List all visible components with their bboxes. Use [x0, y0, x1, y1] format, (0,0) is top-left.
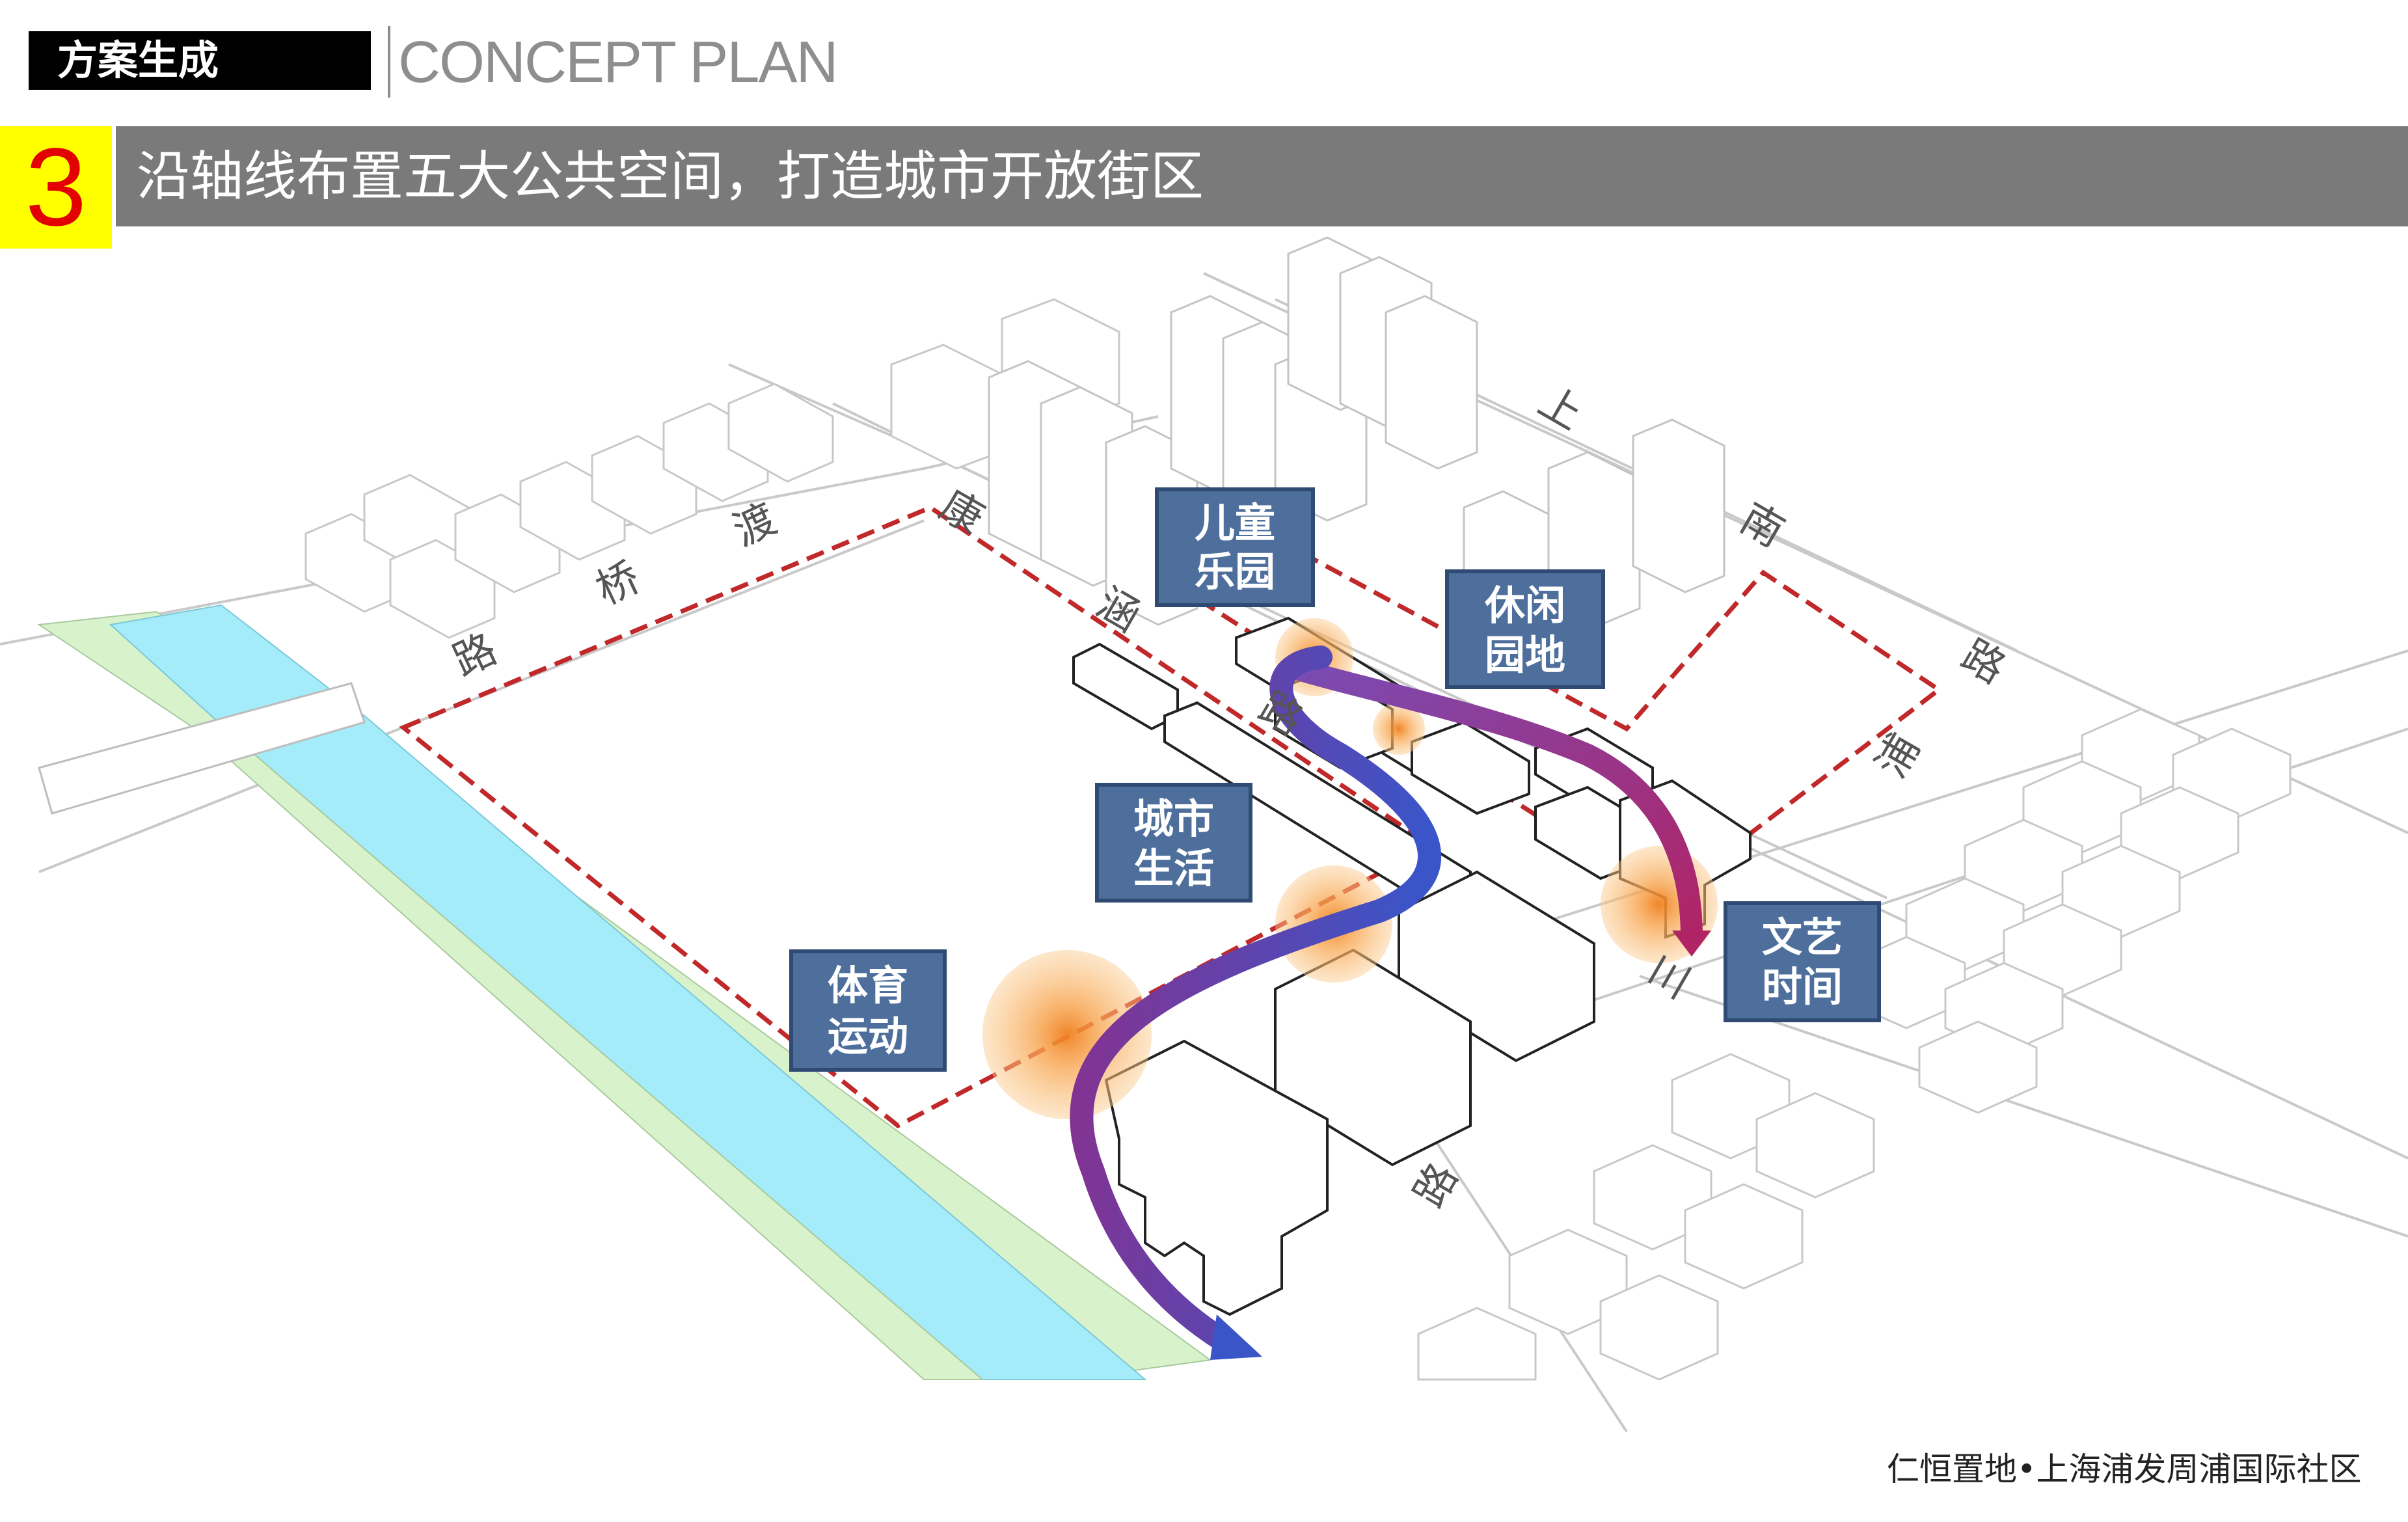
road-label-shangnan-3: 路 — [1953, 631, 2013, 694]
road-label-shangnan-2: 南 — [1732, 495, 1792, 557]
label-culture-time-line2: 时间 — [1762, 963, 1843, 1011]
label-city-life-line2: 生活 — [1133, 845, 1214, 892]
slide-title: 沿轴线布置五大公共空间，打造城市开放街区 — [137, 146, 1204, 208]
context-buildings-nw — [304, 298, 1120, 639]
road-label-dujiao-2: 桥 — [589, 553, 647, 614]
label-culture-time: 文艺 时间 — [1724, 901, 1881, 1022]
label-children-park: 儿童 乐园 — [1155, 487, 1315, 607]
label-sports-line2: 运动 — [828, 1012, 908, 1060]
section-tag-label: 方案生成 — [57, 36, 219, 84]
step-number-box: 3 — [0, 126, 112, 249]
title-banner: 沿轴线布置五大公共空间，打造城市开放街区 — [116, 126, 2408, 226]
road-label-pu-3: 路 — [1405, 1156, 1468, 1216]
label-leisure-garden: 休闲 园地 — [1445, 569, 1605, 689]
axis-arrow-main — [1070, 645, 1442, 1352]
label-leisure-garden-line2: 园地 — [1485, 631, 1565, 679]
project-footer: 仁恒置地•上海浦发周浦国际社区 — [1887, 1450, 2362, 1488]
axis-arrow-east — [1290, 659, 1703, 948]
label-leisure-garden-line1: 休闲 — [1484, 582, 1565, 629]
label-city-life: 城市 生活 — [1095, 783, 1252, 903]
road-label-kanghan-1: 康 — [932, 482, 992, 544]
step-number: 3 — [25, 126, 87, 249]
axis-arrowhead-main — [1210, 1314, 1262, 1360]
label-sports-line1: 体育 — [828, 962, 908, 1009]
header-divider — [388, 26, 390, 98]
label-children-park-line1: 儿童 — [1195, 499, 1275, 547]
label-children-park-line2: 乐园 — [1195, 548, 1275, 595]
hotspot-leisure — [1373, 703, 1425, 755]
axis-arrowhead-east — [1672, 931, 1711, 957]
label-city-life-line1: 城市 — [1133, 795, 1214, 843]
context-buildings-se — [1417, 708, 2292, 1381]
label-sports: 体育 运动 — [789, 949, 947, 1072]
bridge-road — [38, 682, 366, 815]
concept-plan-title: CONCEPT PLAN — [398, 30, 839, 95]
label-culture-time-line1: 文艺 — [1762, 914, 1843, 961]
section-tag: 方案生成 — [29, 31, 371, 90]
space-labels: 儿童 乐园 休闲 园地 城市 生活 体育 运动 文艺 时间 — [789, 487, 1881, 1072]
hotspot-sports — [982, 950, 1152, 1119]
